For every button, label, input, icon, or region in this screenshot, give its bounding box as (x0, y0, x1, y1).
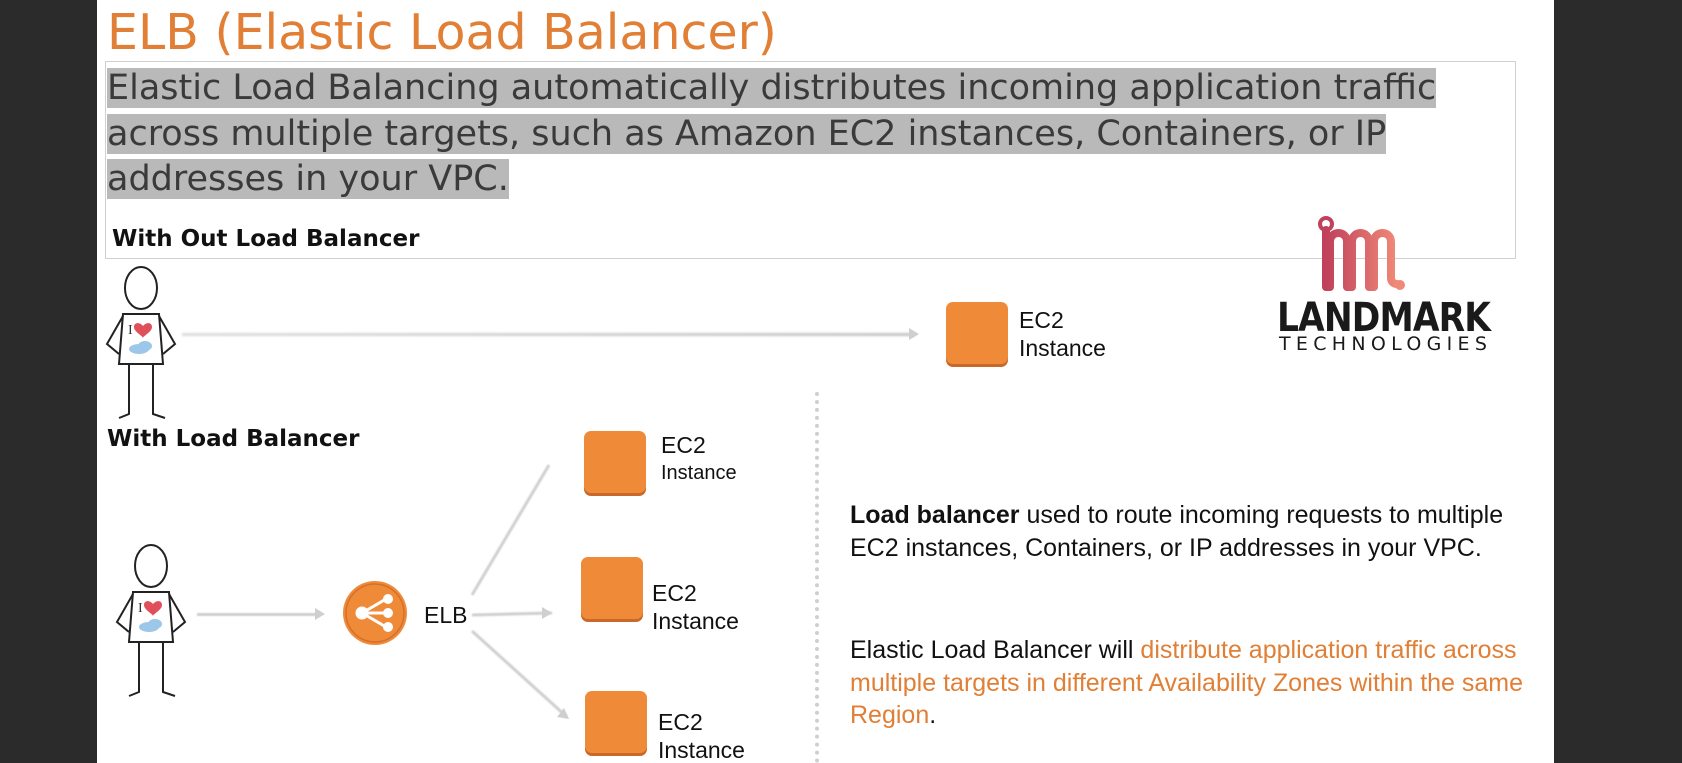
ec2-instance-icon (584, 431, 646, 493)
ec2-instance-icon (946, 302, 1008, 364)
intro-text-box (105, 61, 1516, 259)
ec2-label-line2: Instance (661, 462, 737, 484)
without-lb-heading: With Out Load Balancer (112, 226, 420, 252)
intro-highlight: Elastic Load Balancing automatically dis… (107, 68, 1437, 199)
landmark-logo-icon (1318, 216, 1405, 291)
elb-icon (343, 581, 407, 645)
user-figure-icon: I (105, 266, 177, 419)
logo-subtitle: TECHNOLOGIES (1279, 333, 1493, 355)
arrow-head-icon (909, 328, 919, 340)
ec2-label-line1: EC2 (661, 432, 706, 458)
direct-traffic-arrow (182, 333, 915, 336)
with-lb-heading: With Load Balancer (107, 426, 360, 452)
paragraph-elb-distribution: Elastic Load Balancer will distribute ap… (850, 634, 1530, 732)
ec2-label: EC2 Instance (652, 579, 739, 635)
elb-label: ELB (424, 602, 468, 628)
paragraph-load-balancer: Load balancer used to route incoming req… (850, 499, 1530, 564)
ec2-label-line1: EC2 (658, 709, 703, 735)
ec2-label: EC2 Instance (661, 431, 737, 487)
para2-tail: . (929, 701, 937, 729)
para2-lead: Elastic Load Balancer will (850, 636, 1141, 664)
section-divider (815, 392, 819, 763)
user-figure-icon: I (115, 544, 187, 697)
slide: ELB (Elastic Load Balancer) Elastic Load… (97, 0, 1554, 763)
ec2-label-line2: Instance (658, 737, 745, 763)
intro-text: Elastic Load Balancing automatically dis… (107, 66, 1527, 203)
ec2-label-line2: Instance (652, 608, 739, 634)
ec2-label: EC2 Instance (658, 708, 745, 763)
logo-name: LANDMARK (1277, 295, 1491, 341)
ec2-instance-icon (585, 691, 647, 753)
slide-title: ELB (Elastic Load Balancer) (107, 4, 777, 61)
para2-highlight: distribute application traffic across mu… (850, 636, 1524, 729)
traffic-arrow-to-elb (197, 613, 317, 616)
ec2-instance-icon (581, 557, 643, 619)
svg-text:I: I (138, 601, 143, 616)
ec2-label-line2: Instance (1019, 335, 1106, 361)
svg-text:I: I (128, 323, 133, 338)
arrow-head-icon (315, 608, 325, 620)
ec2-label-line1: EC2 (652, 580, 697, 606)
para1-text: used to route incoming requests to multi… (850, 501, 1504, 562)
ec2-label: EC2 Instance (1019, 306, 1106, 362)
fan-out-arrows (470, 464, 569, 719)
para1-bold: Load balancer (850, 501, 1020, 529)
ec2-label-line1: EC2 (1019, 307, 1064, 333)
